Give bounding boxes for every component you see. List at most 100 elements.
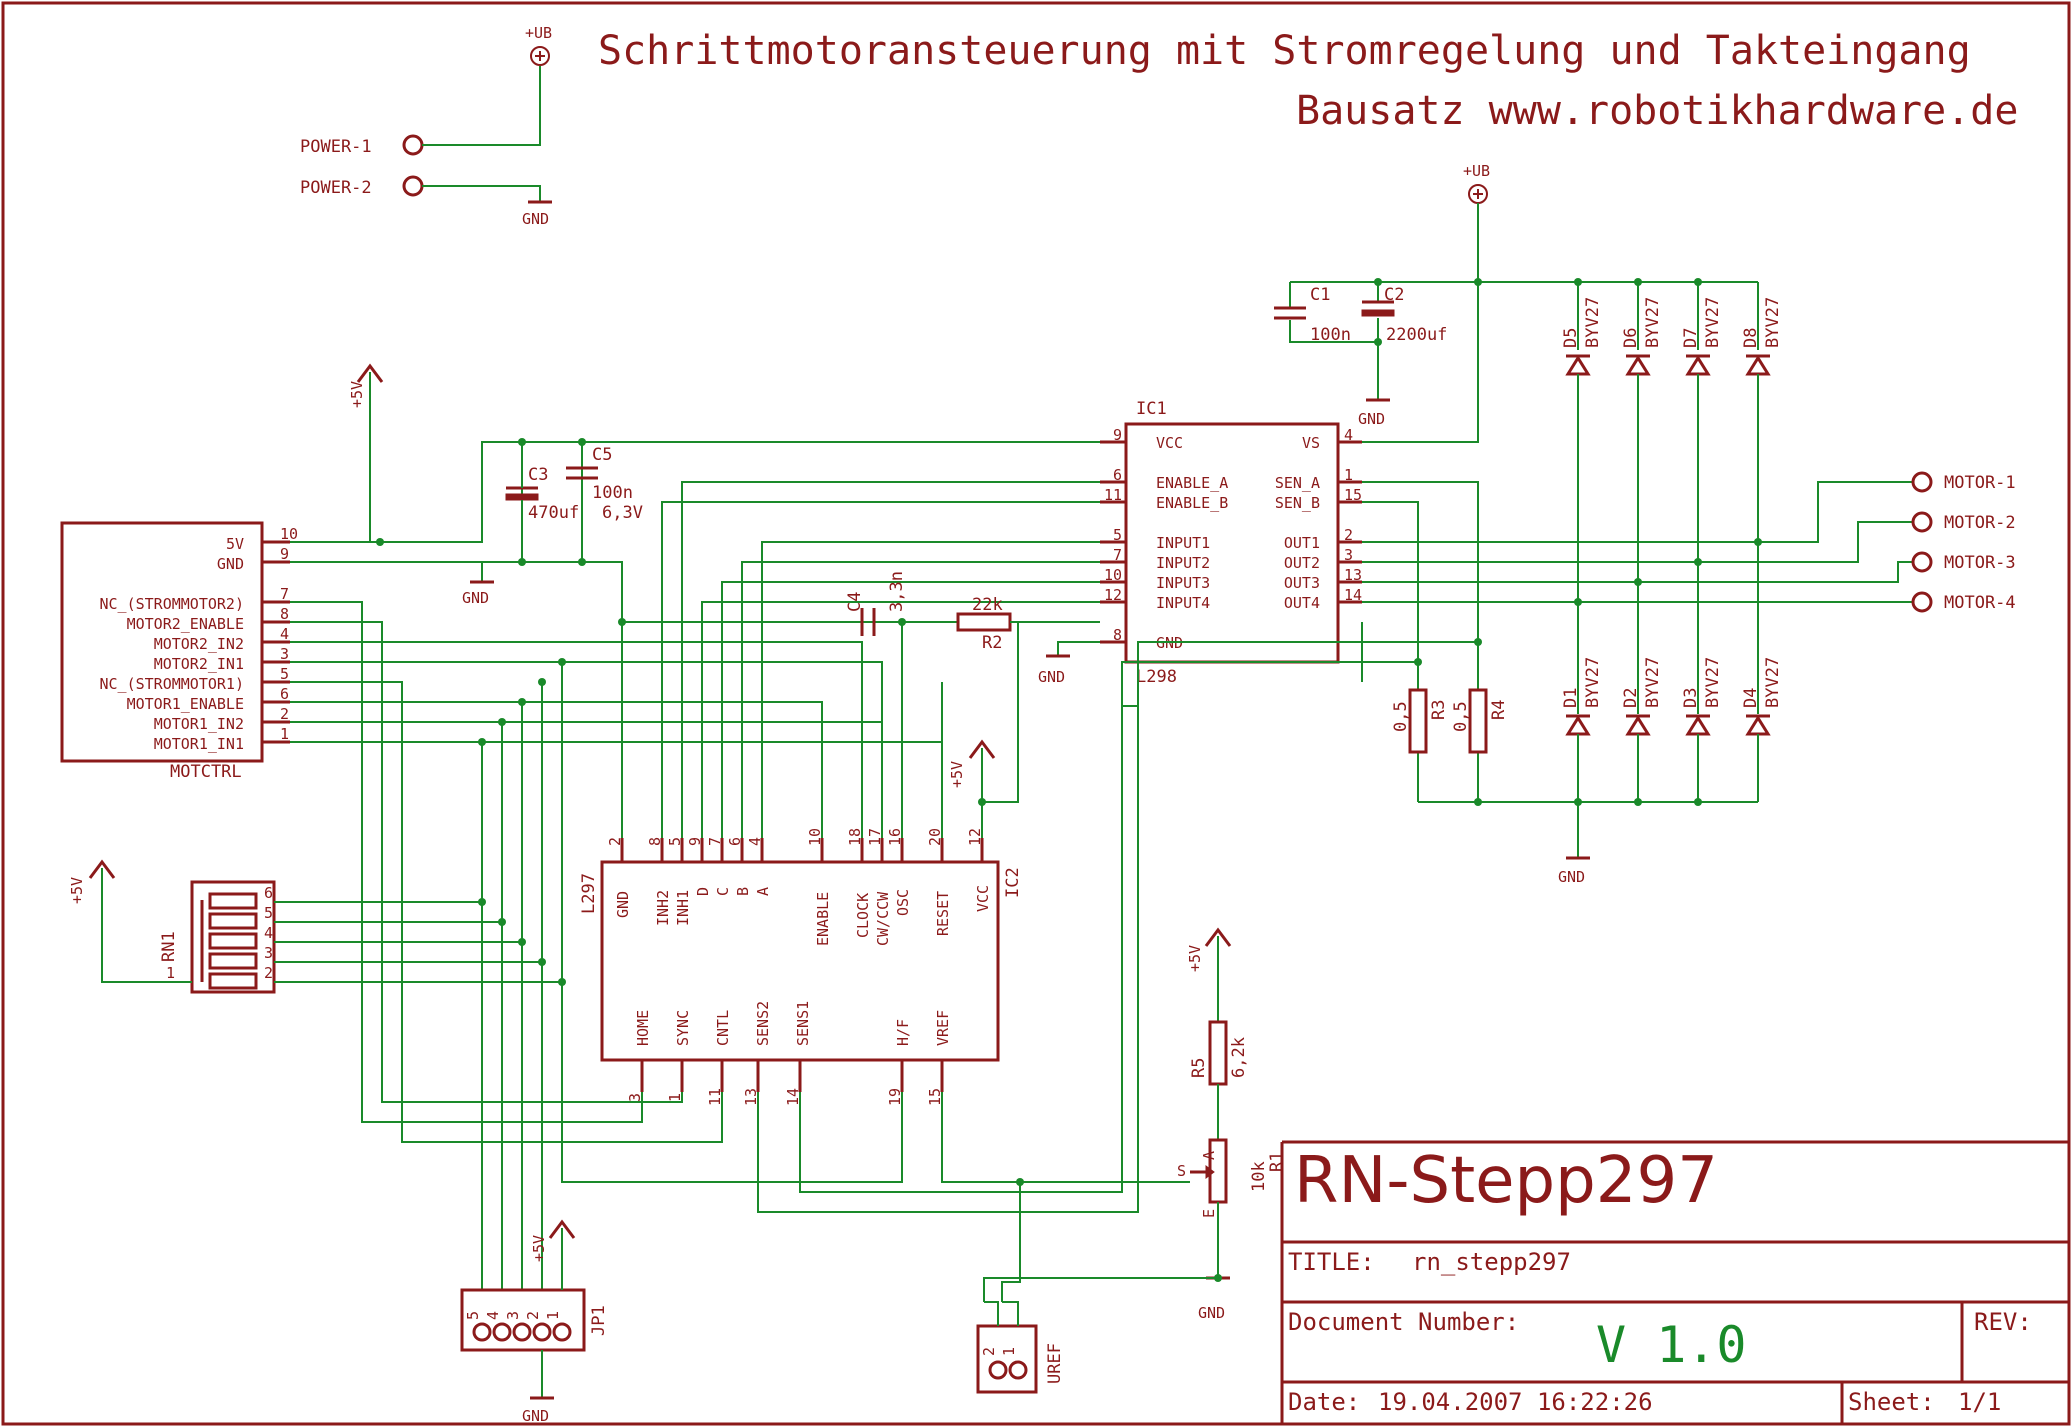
ic1-pin-label: SEN_B <box>1275 494 1320 512</box>
ic2-pin-num: 8 <box>646 837 664 846</box>
ic1-pin-label: VCC <box>1156 434 1183 452</box>
power-1-label: POWER-1 <box>300 137 372 157</box>
v5-label: +5V <box>1186 945 1204 972</box>
pin-label: MOTOR2_IN2 <box>154 635 244 653</box>
ic1-pin-label: OUT3 <box>1284 574 1320 592</box>
rn1-pin: 2 <box>264 964 273 982</box>
v5-label: +5V <box>948 761 966 788</box>
resistor-network-rn1: RN1 6 5 4 3 2 1 <box>159 880 276 994</box>
c2-value: 2200uf <box>1386 325 1447 345</box>
ic1-pin-num: 7 <box>1113 546 1122 564</box>
v5-label: +5V <box>68 877 86 904</box>
v5-supply-symbol: +5V <box>348 363 384 542</box>
ic1-part: L298 <box>1136 667 1177 687</box>
titleblock-date-value: 19.04.2007 16:22:26 <box>1378 1388 1653 1416</box>
gnd-label: GND <box>522 1407 549 1425</box>
ic1-pin-label: INPUT3 <box>1156 574 1210 592</box>
ic1-name: IC1 <box>1136 399 1167 419</box>
resistor-r3: 0,5 R3 <box>1391 688 1449 754</box>
r3-name: R3 <box>1429 700 1449 720</box>
titleblock-date-label: Date: <box>1288 1388 1360 1416</box>
ic1-l298: IC1 L298 9 6 11 5 7 10 12 8 VCC ENABLE_A <box>1100 399 1362 687</box>
motor-3-label: MOTOR-3 <box>1944 553 2016 573</box>
pin-number: 1 <box>280 725 289 743</box>
titleblock-version: V 1.0 <box>1596 1316 1747 1374</box>
pin-number: 7 <box>280 585 289 603</box>
ic1-pin-num: 15 <box>1344 486 1362 504</box>
diode-name: D1 <box>1561 688 1581 708</box>
r5-value: 6,2k <box>1229 1037 1249 1078</box>
ic2-pin-label: VCC <box>974 885 992 912</box>
gnd-label: GND <box>1198 1304 1225 1322</box>
capacitor-c2: C2 2200uf <box>1361 285 1447 345</box>
uref-pin: 1 <box>1000 1347 1018 1356</box>
ic2-pin-num: 7 <box>706 837 724 846</box>
v5-supply-symbol: +5V <box>948 739 996 802</box>
r3-value: 0,5 <box>1391 701 1411 732</box>
ic2-pin-num: 3 <box>626 1093 644 1102</box>
r5-name: R5 <box>1189 1058 1209 1078</box>
diode-name: D5 <box>1561 328 1581 348</box>
c5-rating: 6,3V <box>602 503 643 523</box>
titleblock-docnum-label: Document Number: <box>1288 1308 1519 1336</box>
c1-value: 100n <box>1310 325 1351 345</box>
gnd-label: GND <box>1038 668 1065 686</box>
c2-name: C2 <box>1384 285 1404 305</box>
pin-label: NC_(STROMMOTOR1) <box>100 675 245 693</box>
ic1-pin-label: ENABLE_B <box>1156 494 1228 512</box>
capacitor-c3: C3 470uf <box>505 442 579 562</box>
header-subtitle: Bausatz www.robotikhardware.de <box>1296 88 2018 134</box>
pin-number: 3 <box>280 645 289 663</box>
r4-value: 0,5 <box>1451 701 1471 732</box>
ic2-pin-num: 9 <box>686 837 704 846</box>
diode-part: BYV27 <box>1703 297 1723 348</box>
power-2-label: POWER-2 <box>300 178 372 198</box>
titleblock-sheet-value: 1/1 <box>1958 1388 2001 1416</box>
ic2-pin-label: CW/CCW <box>874 891 892 946</box>
c4-name: C4 <box>845 592 865 612</box>
gnd-label: GND <box>1558 868 1585 886</box>
jp1-pin: 1 <box>544 1311 562 1320</box>
ic2-pin-num: 20 <box>926 828 944 846</box>
ic2-name: IC2 <box>1003 867 1023 898</box>
motor-3-terminal <box>1911 551 1933 573</box>
pin-number: 4 <box>280 625 289 643</box>
pin-number: 8 <box>280 605 289 623</box>
jp1-pin: 2 <box>524 1311 542 1320</box>
motctrl-connector: MOTCTRL 5V GND NC_(STROMMOTOR2) MOTOR2_E… <box>60 521 299 782</box>
ic1-pin-label: INPUT1 <box>1156 534 1210 552</box>
ub-supply-ic1: +UB <box>1463 162 1490 204</box>
v5-supply-symbol: +5V <box>68 859 192 983</box>
rn1-pin: 1 <box>166 964 175 982</box>
power-2-terminal <box>402 175 424 197</box>
c1-name: C1 <box>1310 285 1330 305</box>
pin-label: MOTOR1_IN1 <box>154 735 244 753</box>
resistor-r4: 0,5 R4 <box>1451 688 1509 754</box>
ic1-pin-num: 1 <box>1344 466 1353 484</box>
diode-d7: D7 BYV27 <box>1681 297 1723 376</box>
titleblock-title-label: TITLE: <box>1288 1248 1375 1276</box>
ic1-pin-num: 11 <box>1104 486 1122 504</box>
diode-bridge: D5 BYV27 D6 BYV27 D7 BYV27 D8 BYV27 D1 B… <box>1418 278 1783 886</box>
ic2-l297: L297 IC2 2 8 5 9 7 6 4 10 18 17 16 20 12… <box>579 828 1023 1106</box>
ic2-pin-num: 5 <box>666 837 684 846</box>
titleblock-rev-label: REV: <box>1974 1308 2032 1336</box>
diode-d2: D2 BYV27 <box>1621 657 1663 736</box>
ub-supply-symbol <box>530 46 550 66</box>
ic1-pin-label: ENABLE_A <box>1156 474 1228 492</box>
ic1-pin-num: 9 <box>1113 426 1122 444</box>
ic2-pin-label: SYNC <box>674 1010 692 1046</box>
diode-name: D8 <box>1741 328 1761 348</box>
motctrl-pins: 5V GND NC_(STROMMOTOR2) MOTOR2_ENABLE MO… <box>100 525 299 753</box>
ic2-pin-num: 4 <box>746 837 764 846</box>
power-1-terminal <box>402 134 424 156</box>
c5-value: 100n <box>592 483 633 503</box>
jp1-pin: 3 <box>504 1311 522 1320</box>
title-block: RN-Stepp297 TITLE: rn_stepp297 Document … <box>1280 1140 2069 1424</box>
titleblock-sheet-label: Sheet: <box>1848 1388 1935 1416</box>
ic2-pin-num: 11 <box>706 1088 724 1106</box>
diode-d8: D8 BYV27 <box>1741 297 1783 376</box>
pin-number: 10 <box>280 525 298 543</box>
ic2-pin-label: ENABLE <box>814 892 832 946</box>
diode-d4: D4 BYV27 <box>1741 657 1783 736</box>
